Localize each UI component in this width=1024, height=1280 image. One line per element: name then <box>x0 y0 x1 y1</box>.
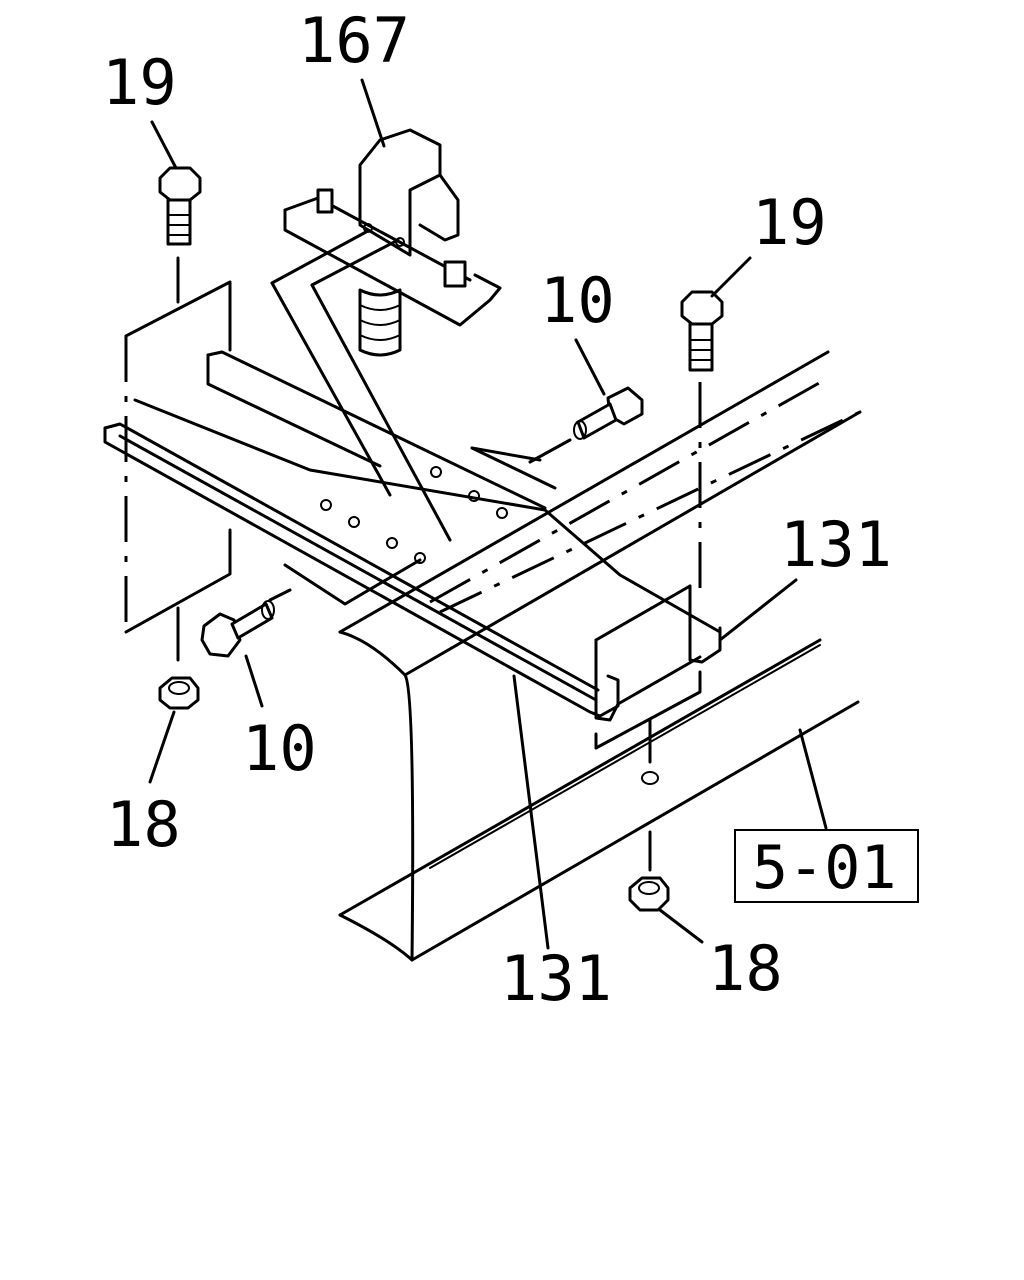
callout-10-upper: 10 <box>540 264 615 337</box>
callout-131-right: 131 <box>780 508 892 581</box>
frame-rail <box>338 350 862 962</box>
nut-18-right <box>628 876 670 912</box>
nut-18-left <box>158 676 200 710</box>
bracket-131-short <box>594 584 722 750</box>
mount-167 <box>283 128 502 357</box>
reference-label: 5-01 <box>752 833 897 903</box>
bolt-10-upper <box>573 386 644 440</box>
bolt-19-right <box>680 290 724 372</box>
callout-10-lower: 10 <box>242 712 317 785</box>
bolt-10-lower <box>200 600 275 658</box>
callout-19-right: 19 <box>752 186 827 259</box>
callout-167: 167 <box>298 4 410 77</box>
callout-18-right: 18 <box>708 932 783 1005</box>
callout-131-bottom: 131 <box>500 942 612 1015</box>
leader-lines <box>148 78 828 950</box>
reference-box: 5-01 <box>734 829 919 903</box>
callout-19-left: 19 <box>102 46 177 119</box>
bracket-131-long <box>103 350 722 718</box>
callout-18-left: 18 <box>106 788 181 861</box>
center-lines <box>124 230 861 872</box>
bolt-19-left <box>158 166 202 246</box>
gusset-plate <box>283 446 557 606</box>
